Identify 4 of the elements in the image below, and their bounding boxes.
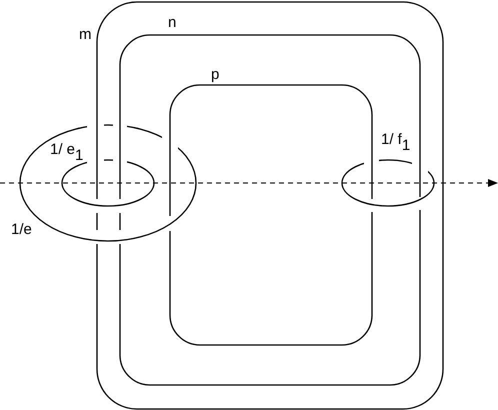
loop-label: p [211,67,220,82]
loop-label: n [168,15,176,30]
loop-label: m [79,27,92,42]
coefficient-label: 1/e [11,222,32,237]
